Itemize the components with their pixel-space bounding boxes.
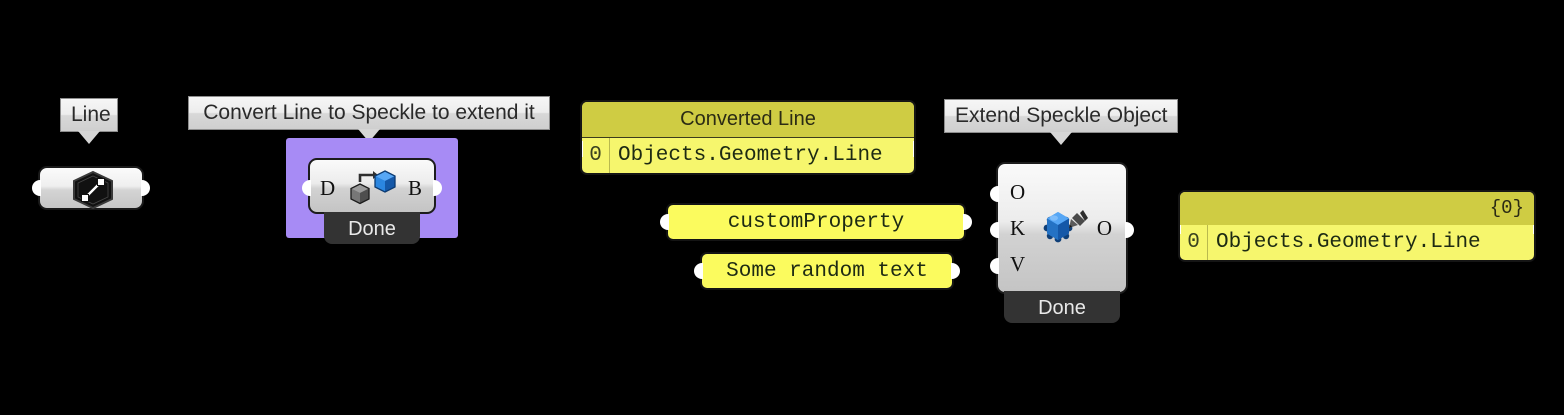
cube-to-speckle-cube-icon <box>350 170 396 205</box>
extend-input-label-O: O <box>1010 180 1026 204</box>
panel-output[interactable]: {0} 0 Objects.Geometry.Line <box>1178 190 1536 262</box>
output-panel-row-value: Objects.Geometry.Line <box>1216 231 1481 254</box>
some-random-text-output-port[interactable] <box>951 263 960 279</box>
extend-input-label-V: V <box>1010 252 1026 276</box>
panel-custom-property[interactable]: customProperty <box>660 203 972 241</box>
node-convert-line-to-speckle[interactable]: D B <box>302 158 442 214</box>
extend-input-port-V[interactable] <box>990 258 999 274</box>
converted-line-input-port[interactable] <box>582 141 583 157</box>
node-line-param[interactable] <box>32 166 150 210</box>
output-panel-row: 0 Objects.Geometry.Line <box>1180 225 1534 260</box>
output-panel-row-index: 0 <box>1187 231 1200 254</box>
label-extend-text: Extend Speckle Object <box>955 104 1168 127</box>
extend-input-port-K[interactable] <box>990 222 999 238</box>
convert-done-footer: Done <box>324 212 420 244</box>
output-panel-header: {0} <box>1180 192 1534 225</box>
row-divider <box>609 138 610 173</box>
label-extend: Extend Speckle Object <box>944 99 1178 145</box>
convert-done-text: Done <box>348 218 396 240</box>
output-panel-output-port[interactable] <box>1533 218 1534 234</box>
some-random-text-value: Some random text <box>726 259 928 283</box>
line-param-input-port[interactable] <box>32 180 41 196</box>
extend-input-port-O[interactable] <box>990 186 999 202</box>
converted-line-row-index: 0 <box>589 144 602 167</box>
extend-input-label-K: K <box>1010 216 1026 240</box>
panel-converted-line[interactable]: Converted Line 0 Objects.Geometry.Line <box>580 100 916 175</box>
label-convert: Convert Line to Speckle to extend it <box>188 96 550 142</box>
extend-done-footer: Done <box>1004 291 1120 323</box>
custom-property-output-port[interactable] <box>963 214 972 230</box>
label-convert-text: Convert Line to Speckle to extend it <box>203 101 535 124</box>
convert-output-port-B[interactable] <box>433 180 442 196</box>
convert-input-port-D[interactable] <box>302 180 311 196</box>
converted-line-row-value: Objects.Geometry.Line <box>618 144 883 167</box>
some-random-text-input-port[interactable] <box>694 263 703 279</box>
callout-tip-icon <box>78 131 100 144</box>
converted-line-header: Converted Line <box>582 102 914 138</box>
extend-output-port-O[interactable] <box>1125 222 1134 238</box>
speckle-sphere-pencil-icon <box>1043 210 1088 243</box>
label-line: Line <box>60 98 118 144</box>
extend-output-label-O: O <box>1096 216 1112 240</box>
extend-done-text: Done <box>1038 297 1086 319</box>
custom-property-input-port[interactable] <box>660 214 669 230</box>
custom-property-value: customProperty <box>727 210 905 234</box>
output-panel-gutter <box>1207 192 1208 260</box>
convert-output-label-B: B <box>407 176 422 200</box>
convert-input-label-D: D <box>320 176 336 200</box>
node-extend-speckle-object[interactable]: O K V O <box>990 162 1134 294</box>
callout-tip-icon <box>1050 132 1072 145</box>
converted-line-output-port[interactable] <box>913 141 914 157</box>
panel-some-random-text[interactable]: Some random text <box>694 252 960 290</box>
line-curve-icon <box>73 170 113 210</box>
output-panel-input-port[interactable] <box>1180 218 1181 234</box>
converted-line-row: 0 Objects.Geometry.Line <box>582 138 914 173</box>
line-param-output-port[interactable] <box>141 180 150 196</box>
label-line-text: Line <box>71 103 111 126</box>
pencil-icon <box>1069 210 1088 228</box>
